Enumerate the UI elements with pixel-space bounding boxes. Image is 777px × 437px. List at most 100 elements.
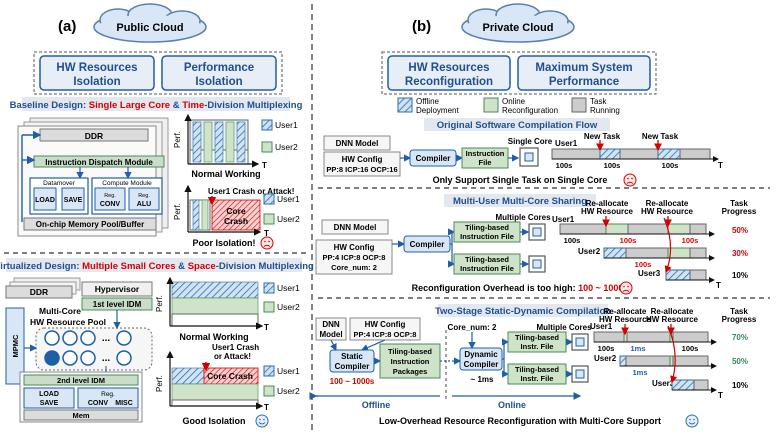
svg-text:File: File xyxy=(479,158,492,167)
svg-text:Tiling-based: Tiling-based xyxy=(465,255,509,264)
svg-text:Instruction: Instruction xyxy=(391,357,430,366)
svg-text:Core_num: 2: Core_num: 2 xyxy=(331,263,377,272)
svg-text:Instruction File: Instruction File xyxy=(460,232,514,241)
svg-text:...: ... xyxy=(102,333,111,344)
svg-text:CONV: CONV xyxy=(88,400,109,407)
svg-text:Re-allocate: Re-allocate xyxy=(604,307,647,316)
public-cloud-icon xyxy=(93,3,207,43)
s2-banner xyxy=(444,194,596,207)
svg-text:User1: User1 xyxy=(277,366,300,376)
svg-text:HW Resource: HW Resource xyxy=(599,315,652,324)
svg-text:Running: Running xyxy=(590,106,620,115)
svg-text:Multi-Core: Multi-Core xyxy=(39,306,81,316)
svg-text:User2: User2 xyxy=(578,247,601,256)
svg-text:Core_num: 2: Core_num: 2 xyxy=(448,323,497,332)
baseline-banner xyxy=(22,97,290,111)
svg-text:Reconfiguration: Reconfiguration xyxy=(502,106,558,115)
dispatch-label: Instruction Dispatch Module xyxy=(45,158,153,167)
mpmc-box xyxy=(5,307,25,385)
svg-text:Only Support Single Task on Si: Only Support Single Task on Single Core xyxy=(433,175,608,185)
svg-text:1st level IDM: 1st level IDM xyxy=(93,300,142,309)
s1-hw-box xyxy=(323,151,401,177)
svg-text:Online: Online xyxy=(502,97,526,106)
svg-text:1ms: 1ms xyxy=(632,368,647,377)
svg-text:Instr. File: Instr. File xyxy=(521,374,554,383)
svg-text:or Attack!: or Attack! xyxy=(214,352,251,361)
svg-text:30%: 30% xyxy=(732,249,748,258)
svg-text:PP:4 ICP:8 OCP:8: PP:4 ICP:8 OCP:8 xyxy=(354,330,417,339)
sad-face-icon-3 xyxy=(619,281,633,295)
svg-text:Multiple Cores: Multiple Cores xyxy=(536,323,592,332)
svg-text:HW Config: HW Config xyxy=(365,320,406,329)
smile-face-icon xyxy=(255,414,269,428)
svg-text:...: ... xyxy=(102,353,111,364)
svg-text:Deployment: Deployment xyxy=(416,106,459,115)
onchip-box xyxy=(23,217,157,231)
svg-text:Original Software Compilation: Original Software Compilation Flow xyxy=(437,120,598,131)
chart-poor-isolation xyxy=(184,184,262,236)
load-box xyxy=(33,187,57,211)
svg-text:T: T xyxy=(718,391,723,400)
goals-frame-b xyxy=(381,51,657,95)
svg-text:DDR: DDR xyxy=(30,287,48,297)
sad-face-icon xyxy=(260,236,274,250)
svg-text:Re-allocate: Re-allocate xyxy=(646,199,689,208)
svg-text:Maximum System: Maximum System xyxy=(535,62,632,74)
smile-face-icon-2 xyxy=(685,414,699,428)
svg-text:Core Crash: Core Crash xyxy=(207,371,253,381)
svg-text:User1: User1 xyxy=(277,283,300,293)
svg-text:Multi-User Multi-Core Sharing: Multi-User Multi-Core Sharing xyxy=(453,196,587,207)
panel-a-label: (a) xyxy=(58,18,76,35)
public-cloud-label: Public Cloud xyxy=(116,22,183,34)
svg-text:Packages: Packages xyxy=(393,367,428,376)
svg-text:Perf.: Perf. xyxy=(155,295,164,312)
virtual-banner xyxy=(6,258,302,272)
virtual-hw-block xyxy=(5,277,81,299)
svg-text:T: T xyxy=(264,323,269,332)
save-box xyxy=(61,187,85,211)
svg-text:MPMC: MPMC xyxy=(11,334,20,357)
svg-text:Task: Task xyxy=(590,97,607,106)
svg-text:Tiling-based: Tiling-based xyxy=(388,347,432,356)
svg-text:HW Resource: HW Resource xyxy=(581,207,634,216)
svg-text:Normal Working: Normal Working xyxy=(179,332,248,342)
svg-text:HW Config: HW Config xyxy=(334,243,375,252)
private-cloud-label: Private Cloud xyxy=(483,22,554,34)
svg-text:Good Isolation: Good Isolation xyxy=(183,416,246,426)
svg-text:10%: 10% xyxy=(732,381,748,390)
s2-timeline xyxy=(559,216,715,283)
svg-text:50%: 50% xyxy=(732,357,748,366)
svg-text:HW Resource Pool: HW Resource Pool xyxy=(30,317,106,327)
svg-text:User1: User1 xyxy=(590,322,613,331)
svg-text:User1: User1 xyxy=(275,120,298,130)
svg-text:Task: Task xyxy=(730,307,748,316)
alu-label: ALU xyxy=(137,201,151,208)
conv-label: CONV xyxy=(100,201,121,208)
svg-text:Instr. File: Instr. File xyxy=(521,342,554,351)
datamover-label: Datamover xyxy=(43,180,76,187)
svg-text:Online: Online xyxy=(498,400,526,410)
svg-text:HW Resource: HW Resource xyxy=(641,207,694,216)
svg-text:PP:8 ICP:16 OCP:16: PP:8 ICP:16 OCP:16 xyxy=(326,165,397,174)
svg-text:Dynamic: Dynamic xyxy=(464,350,498,359)
core-pool xyxy=(35,327,153,371)
goal-hw-reconfig xyxy=(387,55,511,91)
svg-text:User1: User1 xyxy=(277,194,300,204)
svg-text:100s: 100s xyxy=(604,161,621,170)
svg-text:Tiling-based: Tiling-based xyxy=(515,333,559,342)
svg-text:Tiling-based: Tiling-based xyxy=(465,223,509,232)
svg-text:100s: 100s xyxy=(662,161,679,170)
s1-dnn-box xyxy=(323,135,391,151)
svg-text:Re-allocate: Re-allocate xyxy=(586,199,629,208)
svg-text:User2: User2 xyxy=(594,354,617,363)
conv-box xyxy=(94,187,126,211)
svg-text:Multiple Cores: Multiple Cores xyxy=(495,213,551,222)
svg-text:T: T xyxy=(262,161,267,170)
svg-text:Tiling-based: Tiling-based xyxy=(515,365,559,374)
svg-text:Progress: Progress xyxy=(722,315,757,324)
multi-core-icon-2 xyxy=(571,333,589,383)
svg-text:T: T xyxy=(718,161,723,170)
legend-online-icon xyxy=(483,97,499,113)
virtual-title: Virtualized Design: Multiple Small Cores… xyxy=(0,261,314,272)
svg-text:Task: Task xyxy=(730,199,748,208)
